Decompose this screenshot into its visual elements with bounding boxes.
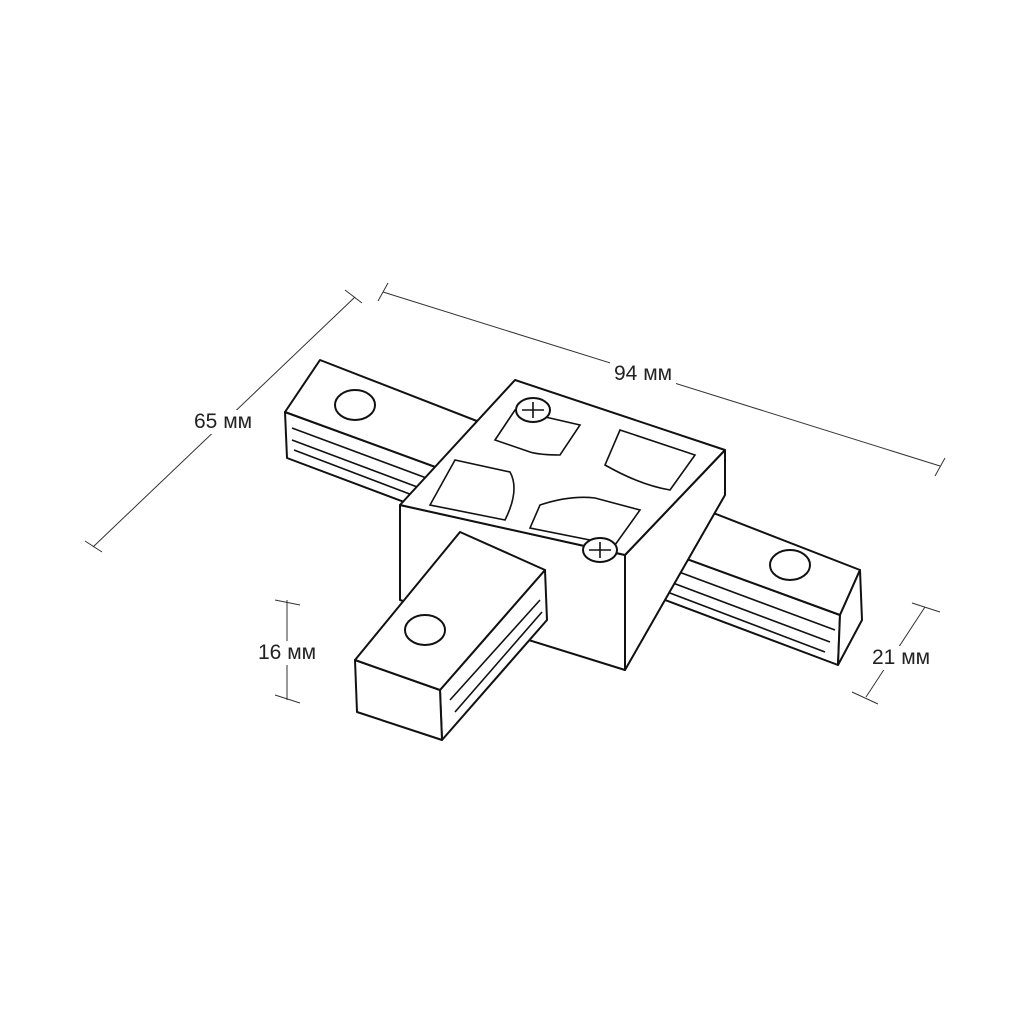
dimension-width-label: 65 мм	[190, 410, 257, 434]
screw-icon	[515, 397, 551, 423]
branch-bar	[354, 531, 548, 741]
mount-hole-branch	[404, 614, 446, 646]
dimension-branch-height-label: 16 мм	[254, 641, 321, 665]
dimension-block-height-label: 21 мм	[868, 646, 935, 670]
dimension-length-label: 94 мм	[610, 362, 677, 386]
screw-icon	[582, 537, 618, 563]
mount-hole-right	[769, 549, 811, 581]
mount-hole-left	[334, 389, 376, 421]
